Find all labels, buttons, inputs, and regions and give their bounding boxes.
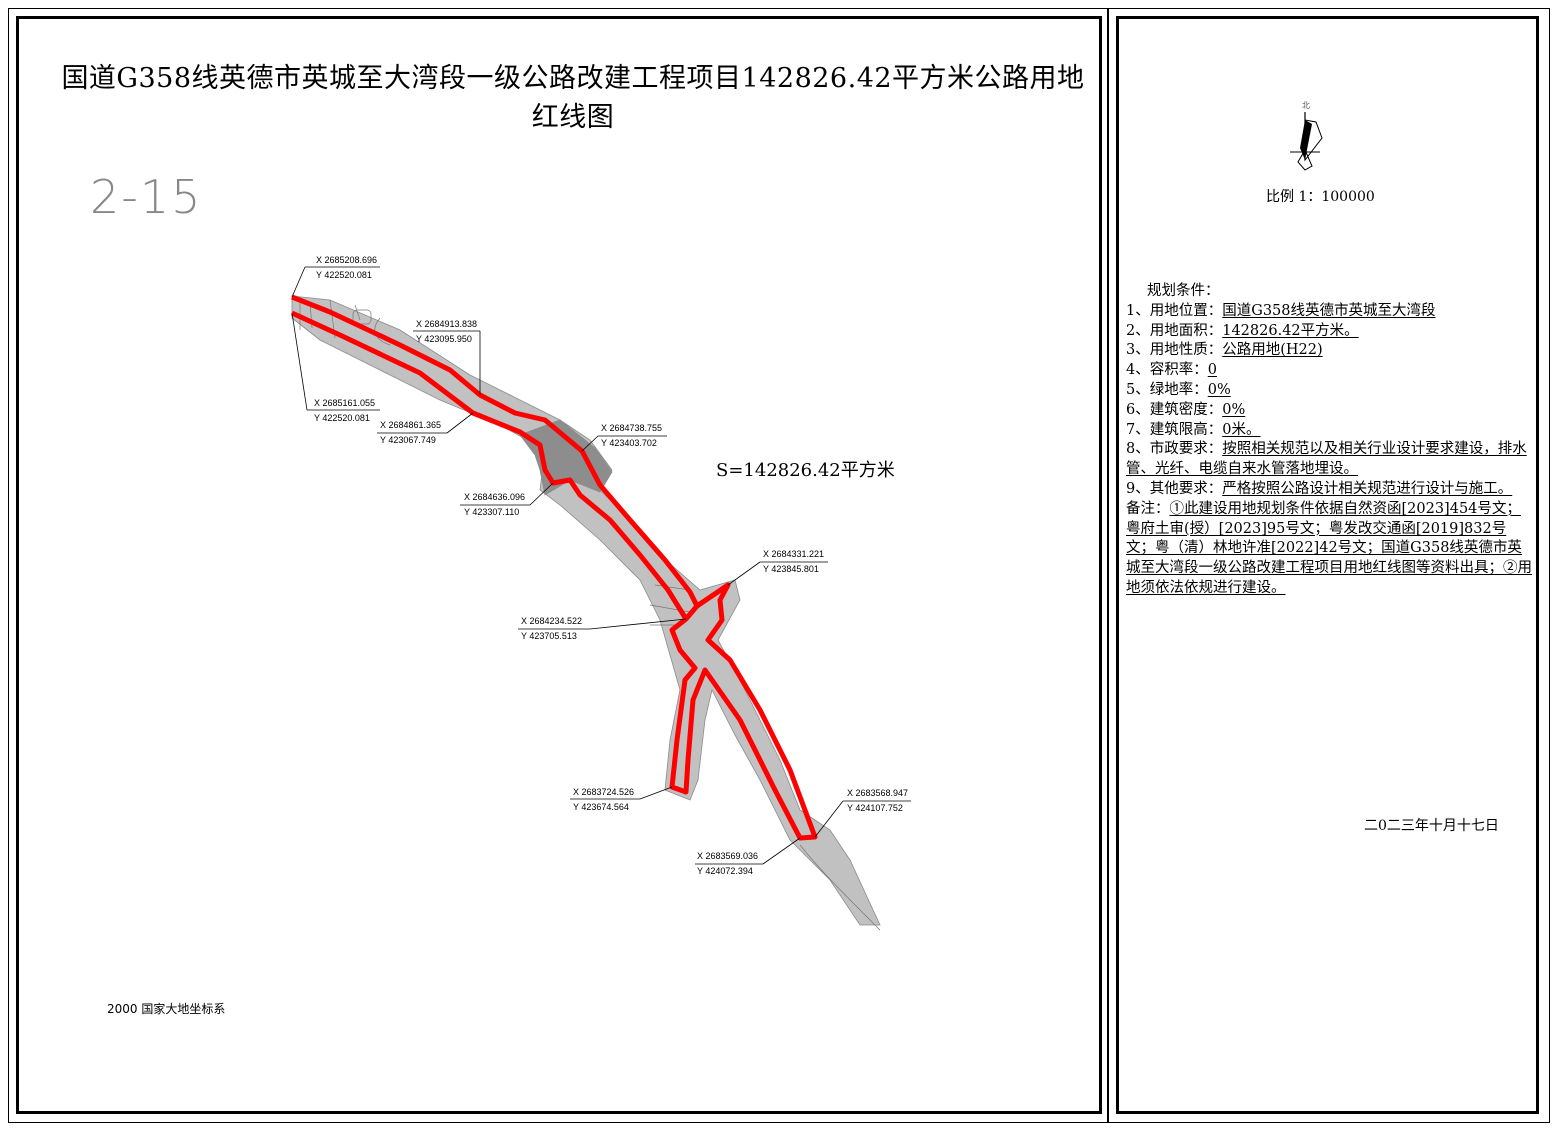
info-panel-frame: [1116, 16, 1539, 1114]
condition-item: 7、建筑限高：0米。: [1126, 421, 1261, 438]
terrain-contours: [291, 295, 881, 926]
condition-item: 2、用地面积：142826.42平方米。: [1126, 322, 1359, 339]
divider-line: [1107, 8, 1109, 1123]
coord-x: X 2684636.096: [464, 492, 525, 502]
north-arrow-icon: 北: [1290, 101, 1323, 171]
planning-conditions: 规划条件： 1、用地位置：国道G358线英德市英城至大湾段 2、用地面积：142…: [1126, 282, 1534, 599]
coord-y: Y 422520.081: [314, 413, 370, 423]
coord-y: Y 423307.110: [464, 507, 519, 517]
coord-y: Y 423403.702: [601, 438, 657, 448]
coord-y: Y 424072.394: [697, 866, 753, 876]
red-boundary: [290, 294, 818, 841]
condition-item: 1、用地位置：国道G358线英德市英城至大湾段: [1126, 302, 1436, 319]
coord-x: X 2683568.947: [847, 788, 908, 798]
coordinate-callouts: [291, 266, 911, 865]
condition-item: 8、市政要求：按照相关规范以及相关行业设计要求建设，排水管、光纤、电缆自来水管落…: [1126, 441, 1527, 478]
condition-item: 3、用地性质：公路用地(H22): [1126, 342, 1323, 359]
coord-x: X 2684331.221: [763, 549, 824, 559]
drawing-date: 二0二三年十月十七日: [1364, 818, 1499, 834]
map-frame: [16, 16, 1102, 1114]
coordinate-labels: X 2685208.696 Y 422520.081 X 2684913.838…: [314, 255, 908, 876]
condition-item: 4、容积率：0: [1126, 362, 1217, 379]
condition-note: 备注：①此建设用地规划条件依据自然资函[2023]454号文；粤府土审(授）[2…: [1126, 500, 1532, 596]
coord-x: X 2684861.365: [380, 420, 441, 430]
coord-x: X 2684738.755: [601, 423, 662, 433]
coord-y: Y 424107.752: [847, 803, 903, 813]
coord-y: Y 423845.801: [763, 564, 819, 574]
coord-y: Y 423705.513: [521, 631, 577, 641]
coord-x: X 2684234.522: [521, 616, 582, 626]
coord-x: X 2683569.036: [697, 851, 758, 861]
condition-item: 6、建筑密度：0%: [1126, 401, 1246, 418]
north-label: 北: [1302, 101, 1310, 110]
sheet-number: 2-15: [90, 170, 203, 224]
coord-y: Y 423067.749: [380, 435, 436, 445]
drawing-title: 国道G358线英德市英城至大湾段一级公路改建工程项目142826.42平方米公路…: [61, 63, 1085, 133]
outer-border: [8, 8, 1550, 1123]
coord-y: Y 423095.950: [416, 334, 472, 344]
coord-x: X 2685161.055: [314, 398, 375, 408]
coord-x: X 2684913.838: [416, 319, 477, 329]
scale-label: 比例 1：100000: [1266, 189, 1375, 205]
area-label: S=142826.42平方米: [716, 460, 895, 481]
coordinate-system-label: 2000 国家大地坐标系: [107, 1002, 226, 1016]
condition-item: 5、绿地率：0%: [1126, 381, 1231, 398]
coord-x: X 2683724.526: [573, 787, 634, 797]
coord-y: Y 423674.564: [573, 802, 629, 812]
coord-y: Y 422520.081: [316, 270, 372, 280]
condition-item: 9、其他要求：严格按照公路设计相关规范进行设计与施工。: [1126, 480, 1513, 497]
conditions-heading: 规划条件：: [1147, 283, 1220, 299]
coord-x: X 2685208.696: [316, 255, 377, 265]
